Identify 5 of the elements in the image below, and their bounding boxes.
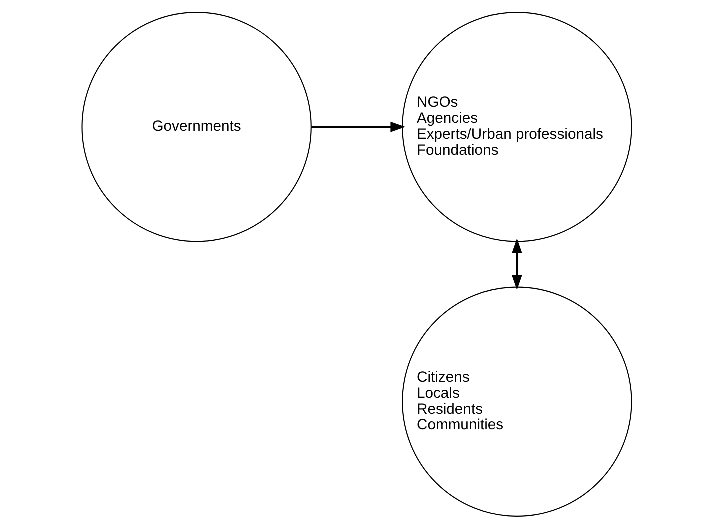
- node-circle: Governments: [81, 12, 312, 242]
- arrow: [511, 238, 522, 290]
- node-circle: Citizens Locals Residents Communities: [402, 286, 632, 517]
- node-circle: NGOs Agencies Experts/Urban professionals Foundations: [402, 12, 632, 242]
- arrow: [311, 122, 406, 132]
